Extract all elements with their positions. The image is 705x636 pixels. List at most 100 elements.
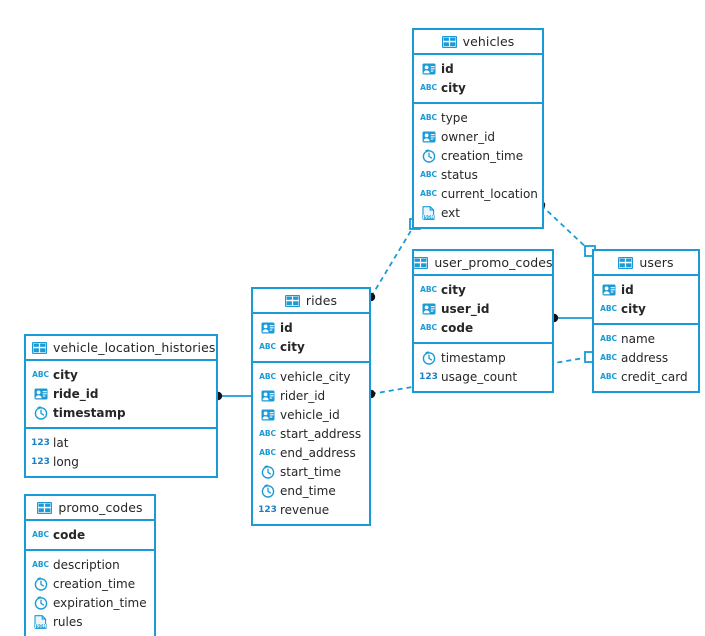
field-row-creation_time[interactable]: creation_time bbox=[414, 146, 542, 165]
field-label: timestamp bbox=[441, 350, 506, 365]
field-row-type[interactable]: ABC type bbox=[414, 108, 542, 127]
id-badge-icon bbox=[260, 408, 275, 422]
field-row-creation_time[interactable]: creation_time bbox=[26, 574, 154, 593]
table-header-rides[interactable]: rides bbox=[253, 289, 369, 314]
table-header-vehicles[interactable]: vehicles bbox=[414, 30, 542, 55]
field-row-timestamp[interactable]: timestamp bbox=[414, 348, 552, 367]
field-row-start_time[interactable]: start_time bbox=[253, 462, 369, 481]
abc-text-icon: ABC bbox=[600, 372, 617, 381]
table-title: users bbox=[639, 255, 674, 270]
json-document-icon: JSON bbox=[421, 205, 436, 220]
field-label: id bbox=[280, 320, 293, 335]
relationship-line bbox=[370, 223, 416, 298]
field-row-credit_card[interactable]: ABC credit_card bbox=[594, 367, 698, 386]
field-row-id[interactable]: id bbox=[253, 318, 369, 337]
field-row-expiration_time[interactable]: expiration_time bbox=[26, 593, 154, 612]
field-row-user_id[interactable]: user_id bbox=[414, 299, 552, 318]
id-badge-icon bbox=[421, 302, 436, 316]
table-title: rides bbox=[305, 293, 338, 308]
field-label: end_address bbox=[280, 445, 356, 460]
clock-icon bbox=[421, 148, 436, 163]
table-header-user_promo_codes[interactable]: user_promo_codes bbox=[413, 251, 553, 276]
id-badge-icon bbox=[33, 387, 48, 401]
field-row-rules[interactable]: JSON rules bbox=[26, 612, 154, 631]
table-title: user_promo_codes bbox=[434, 255, 553, 270]
clock-icon bbox=[260, 464, 275, 479]
field-row-id[interactable]: id bbox=[414, 59, 542, 78]
field-row-owner_id[interactable]: owner_id bbox=[414, 127, 542, 146]
field-label: credit_card bbox=[621, 369, 688, 384]
field-label: vehicle_id bbox=[280, 407, 340, 422]
field-label: user_id bbox=[441, 301, 490, 316]
field-label: city bbox=[280, 339, 305, 354]
id-badge-icon bbox=[260, 389, 275, 403]
field-label: rules bbox=[53, 614, 83, 629]
field-row-ride_id[interactable]: ride_id bbox=[26, 384, 216, 403]
abc-text-icon: ABC bbox=[420, 113, 437, 122]
abc-text-icon: ABC bbox=[600, 353, 617, 362]
field-label: address bbox=[621, 350, 669, 365]
table-header-users[interactable]: users bbox=[594, 251, 698, 276]
table-title: promo_codes bbox=[58, 500, 143, 515]
field-label: description bbox=[53, 557, 120, 572]
123-number-icon: 123 bbox=[258, 504, 277, 515]
relationship-vehicles-to-users[interactable] bbox=[536, 200, 596, 257]
id-badge-icon bbox=[601, 283, 616, 297]
field-label: type bbox=[441, 110, 468, 125]
123-number-icon: 123 bbox=[31, 456, 50, 467]
clock-icon bbox=[33, 595, 48, 610]
clock-icon bbox=[33, 405, 48, 420]
field-row-rider_id[interactable]: rider_id bbox=[253, 386, 369, 405]
id-badge-icon bbox=[421, 62, 436, 76]
relationship-vehicle-location-histories-to-rides[interactable] bbox=[213, 391, 251, 401]
field-label: ride_id bbox=[53, 386, 99, 401]
table-header-vehicle_location_histories[interactable]: vehicle_location_histories bbox=[26, 336, 216, 361]
field-label: code bbox=[53, 527, 86, 542]
abc-text-icon: ABC bbox=[420, 323, 437, 332]
123-number-icon: 123 bbox=[31, 437, 50, 448]
json-document-icon: JSON bbox=[33, 614, 48, 629]
field-row-id[interactable]: id bbox=[594, 280, 698, 299]
field-label: owner_id bbox=[441, 129, 496, 144]
field-label: revenue bbox=[280, 502, 330, 517]
clock-icon bbox=[260, 483, 275, 498]
field-label: current_location bbox=[441, 186, 538, 201]
field-row-address[interactable]: ABC address bbox=[594, 348, 698, 367]
table-header-promo_codes[interactable]: promo_codes bbox=[26, 496, 154, 521]
field-label: long bbox=[53, 454, 79, 469]
field-row-code[interactable]: ABC code bbox=[26, 525, 154, 544]
abc-text-icon: ABC bbox=[420, 170, 437, 179]
relationship-user-promo-codes-to-users[interactable] bbox=[549, 313, 592, 323]
field-row-vehicle_id[interactable]: vehicle_id bbox=[253, 405, 369, 424]
field-row-end_time[interactable]: end_time bbox=[253, 481, 369, 500]
field-row-timestamp[interactable]: timestamp bbox=[26, 403, 216, 422]
abc-text-icon: ABC bbox=[32, 530, 49, 539]
